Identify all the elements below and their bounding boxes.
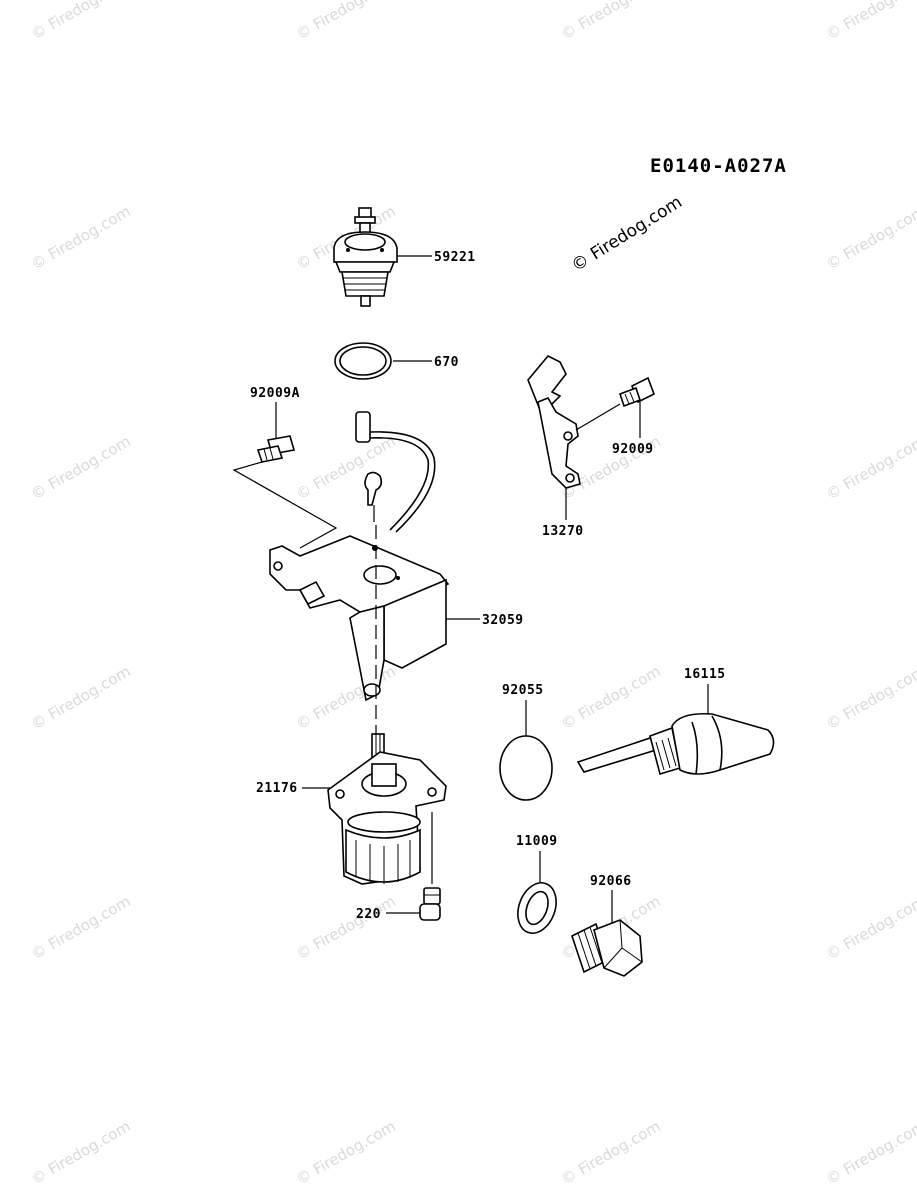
watermark: © Firedog.com [293,892,399,963]
part-92009A-screw [256,435,296,463]
part-label-16115: 16115 [684,667,726,682]
watermark: © Firedog.com [823,892,917,963]
watermark: © Firedog.com [293,1117,399,1188]
part-92055-o-ring [499,735,553,801]
part-label-32059: 32059 [482,613,524,628]
watermark: © Firedog.com [558,662,664,733]
watermark: © Firedog.com [28,1117,134,1188]
watermark: © Firedog.com [823,432,917,503]
watermark-layer: © Firedog.com © Firedog.com © Firedog.co… [28,0,917,1188]
watermark: © Firedog.com [293,662,399,733]
watermark: © Firedog.com [823,202,917,273]
watermark: © Firedog.com [823,662,917,733]
watermark: © Firedog.com [28,0,134,43]
watermark-main: © Firedog.com [568,192,686,276]
diagram-code: E0140-A027A [650,155,787,177]
part-label-59221: 59221 [434,250,476,265]
part-21176-strainer [327,733,447,885]
part-16115-dipstick [576,712,775,776]
part-13270-plate [527,355,581,489]
watermark: © Firedog.com [28,892,134,963]
watermark: © Firedog.com [28,432,134,503]
watermark: © Firedog.com [823,1117,917,1188]
watermark: © Firedog.com [28,202,134,273]
part-label-21176: 21176 [256,781,298,796]
part-220-bolt [419,887,441,921]
watermark: © Firedog.com [28,662,134,733]
part-label-92009A: 92009A [250,386,300,401]
part-label-670: 670 [434,355,459,370]
part-label-13270: 13270 [542,524,584,539]
part-670-o-ring [334,342,392,380]
watermark: © Firedog.com [293,432,399,503]
part-pipe [355,411,436,533]
part-label-220: 220 [356,907,381,922]
watermark: © Firedog.com [823,0,917,43]
watermark: © Firedog.com [293,0,399,43]
part-59221-valve [333,207,398,307]
part-92009-screw [618,376,656,408]
part-11009-washer [517,882,557,934]
part-32059-bracket [269,535,450,702]
part-label-92066: 92066 [590,874,632,889]
part-label-92055: 92055 [502,683,544,698]
part-92066-plug [571,919,643,977]
part-label-92009: 92009 [612,442,654,457]
watermark: © Firedog.com [558,0,664,43]
part-label-11009: 11009 [516,834,558,849]
watermark: © Firedog.com [558,1117,664,1188]
